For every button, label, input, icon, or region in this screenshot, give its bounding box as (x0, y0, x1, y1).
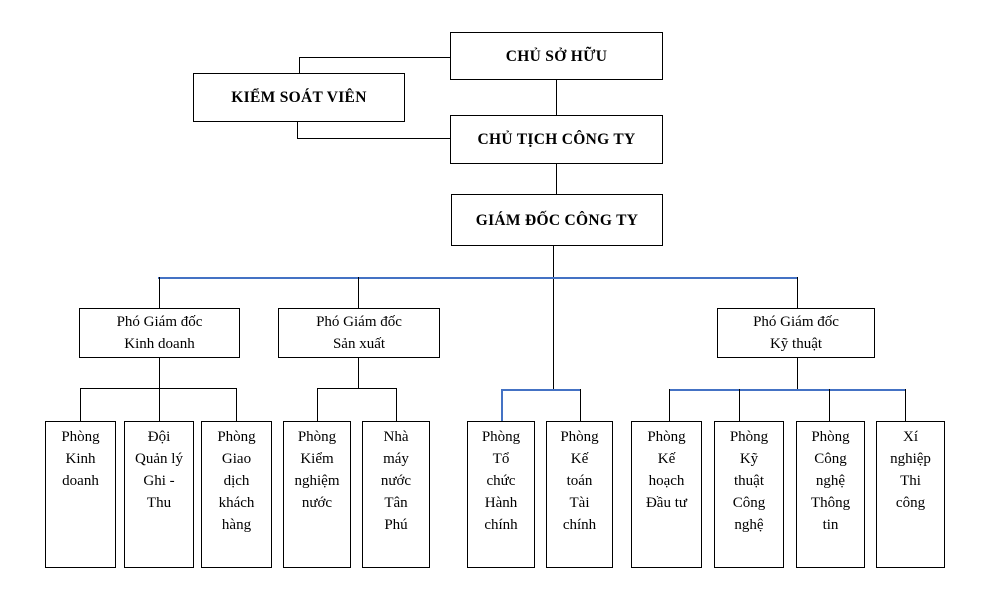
org-box-phong-ke-hoach-dau-tu: Phòng Kế hoạch Đầu tư (631, 421, 702, 568)
connector-bus-to-ky-thuat (797, 277, 799, 308)
connector-group3-drop1 (501, 389, 503, 421)
connector-group2-drop2 (396, 388, 398, 421)
connector-controller-chairman-v (297, 122, 299, 138)
connector-chairman-director (556, 164, 558, 194)
connector-san-xuat-down (358, 358, 360, 388)
org-box-phong-ke-toan-tai-chinh: Phòng Kế toán Tài chính (546, 421, 613, 568)
connector-controller-owner-h (299, 57, 450, 59)
org-box-phong-ky-thuat-cong-nghe: Phòng Kỹ thuật Công nghệ (714, 421, 784, 568)
org-box-phong-giao-dich-khach-hang: Phòng Giao dịch khách hàng (201, 421, 272, 568)
connector-group3-bus (501, 389, 581, 391)
connector-controller-owner-v (299, 57, 301, 73)
connector-owner-chairman (556, 80, 558, 115)
connector-group4-drop2 (739, 389, 741, 421)
connector-controller-chairman-h (297, 138, 450, 140)
connector-bus-to-kinh-doanh (159, 277, 161, 308)
connector-group1-drop2 (159, 388, 161, 421)
connector-director-trunk (553, 246, 555, 389)
connector-group4-drop4 (905, 389, 907, 421)
org-box-phong-kiem-nghiem-nuoc: Phòng Kiểm nghiệm nước (283, 421, 351, 568)
org-box-giam-doc-cong-ty: GIÁM ĐỐC CÔNG TY (451, 194, 663, 246)
connector-kinh-doanh-down (159, 358, 161, 388)
connector-group4-drop1 (669, 389, 671, 421)
org-box-doi-quan-ly-ghi-thu: Đội Quản lý Ghi - Thu (124, 421, 194, 568)
connector-group1-drop1 (80, 388, 82, 421)
org-box-phong-to-chuc-hanh-chinh: Phòng Tổ chức Hành chính (467, 421, 535, 568)
connector-bus-to-san-xuat (358, 277, 360, 308)
org-box-pgd-san-xuat: Phó Giám đốc Sản xuất (278, 308, 440, 358)
connector-group1-bus (80, 388, 237, 390)
org-box-kiem-soat-vien: KIỂM SOÁT VIÊN (193, 73, 405, 122)
org-box-xi-nghiep-thi-cong: Xí nghiệp Thi công (876, 421, 945, 568)
org-box-chu-so-huu: CHỦ SỞ HỮU (450, 32, 663, 80)
connector-group4-bus (669, 389, 905, 391)
connector-group2-bus (317, 388, 397, 390)
connector-ky-thuat-down (797, 358, 799, 389)
connector-group4-drop3 (829, 389, 831, 421)
connector-group1-drop3 (236, 388, 238, 421)
connector-group3-drop2 (580, 389, 582, 421)
connector-main-bus (158, 277, 798, 279)
org-box-pgd-ky-thuat: Phó Giám đốc Kỹ thuật (717, 308, 875, 358)
org-box-phong-cong-nghe-thong-tin: Phòng Công nghệ Thông tin (796, 421, 865, 568)
connector-group2-drop1 (317, 388, 319, 421)
org-box-pgd-kinh-doanh: Phó Giám đốc Kinh doanh (79, 308, 240, 358)
org-box-nha-may-nuoc-tan-phu: Nhà máy nước Tân Phú (362, 421, 430, 568)
org-box-chu-tich-cong-ty: CHỦ TỊCH CÔNG TY (450, 115, 663, 164)
org-box-phong-kinh-doanh: Phòng Kinh doanh (45, 421, 116, 568)
